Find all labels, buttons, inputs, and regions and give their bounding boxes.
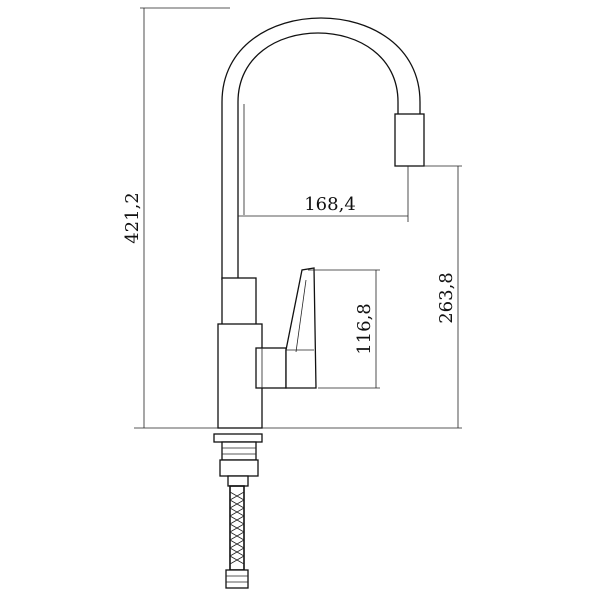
supply-hose	[225, 485, 249, 589]
mounting-assembly	[213, 433, 263, 487]
dimension-handle-height: 116,8	[308, 269, 380, 389]
spout-nozzle	[394, 113, 425, 167]
dimension-total-height: 421,2	[122, 7, 462, 429]
spout-height-label: 263,8	[436, 272, 457, 324]
faucet-handle	[285, 267, 317, 389]
hose-fitting	[225, 569, 249, 589]
total-height-label: 421,2	[122, 192, 143, 244]
handle-height-label: 116,8	[354, 303, 375, 355]
dimension-spout-height: 263,8	[420, 165, 462, 428]
faucet-spout	[221, 17, 425, 280]
dimension-spout-reach: 168,4	[238, 166, 409, 222]
faucet-body	[217, 277, 287, 429]
spout-reach-label: 168,4	[304, 194, 356, 215]
